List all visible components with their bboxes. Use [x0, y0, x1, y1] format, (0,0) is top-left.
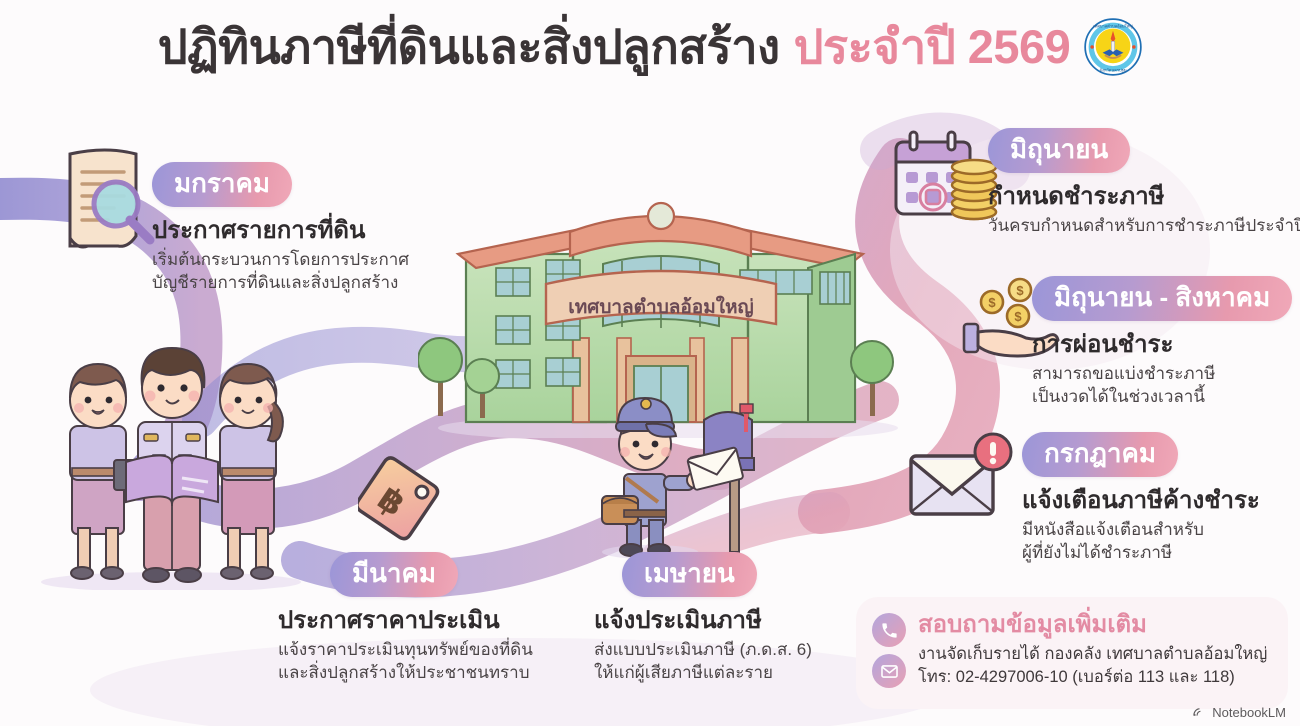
price-tag-baht-icon: ฿ [358, 456, 440, 541]
month-desc-line2: เป็นงวดได้ในช่วงเวลานี้ [1032, 387, 1205, 407]
page-title: ปฏิทินภาษีที่ดินและสิ่งปลูกสร้าง [157, 19, 780, 73]
month-badge-april: เมษายน [622, 552, 757, 597]
month-block-march: มีนาคม ประกาศราคาประเมิน แจ้งราคาประเมิน… [278, 552, 533, 685]
month-badge-january: มกราคม [152, 162, 292, 207]
month-desc-march: แจ้งราคาประเมินทุนทรัพย์ของที่ดิน และสิ่… [278, 638, 533, 685]
contact-card: สอบถามข้อมูลเพิ่มเติม งานจัดเก็บรายได้ ก… [856, 597, 1288, 709]
footer-brand-label: NotebookLM [1212, 705, 1286, 720]
footer-brand: NotebookLM [1192, 705, 1286, 720]
envelope-icon[interactable] [872, 654, 906, 688]
official-right [219, 362, 284, 580]
document-magnifier-icon [68, 148, 155, 249]
month-block-june-august: มิถุนายน - สิงหาคม การผ่อนชำระ สามารถขอแ… [1032, 276, 1293, 409]
notebooklm-logo-icon [1193, 708, 1201, 716]
official-center [125, 346, 219, 583]
month-desc-april: ส่งแบบประเมินภาษี (ภ.ด.ส. 6) ให้แก่ผู้เส… [594, 638, 812, 685]
tree-left2 [464, 358, 500, 418]
month-desc-january: เริ่มต้นกระบวนการโดยการประกาศ บัญชีรายกา… [152, 248, 409, 295]
phone-icon[interactable] [872, 613, 906, 647]
month-block-april: เมษายน แจ้งประเมินภาษี ส่งแบบประเมินภาษี… [594, 552, 812, 685]
month-desc-line2: และสิ่งปลูกสร้างให้ประชาชนทราบ [278, 663, 530, 683]
svg-text:$: $ [1016, 283, 1024, 298]
month-badge-june: มิถุนายน [988, 128, 1131, 173]
contact-phone-line: โทร: 02-4297006-10 (เบอร์ต่อ 113 และ 118… [918, 668, 1235, 687]
svg-text:$: $ [988, 295, 996, 310]
month-block-january: มกราคม ประกาศรายการที่ดิน เริ่มต้นกระบวน… [152, 162, 409, 295]
month-heading-march: ประกาศราคาประเมิน [278, 606, 500, 634]
month-heading-june: กำหนดชำระภาษี [988, 182, 1165, 210]
contact-icon-group [872, 611, 906, 709]
seal-text-top: เทศบาลตำบลอ้อมใหญ่ [1094, 22, 1134, 28]
month-desc-june: วันครบกำหนดสำหรับการชำระภาษีประจำปี [988, 214, 1300, 237]
month-desc-line2: บัญชีรายการที่ดินและสิ่งปลูกสร้าง [152, 273, 399, 293]
month-badge-june-august: มิถุนายน - สิงหาคม [1032, 276, 1293, 321]
month-desc-line1: วันครบกำหนดสำหรับการชำระภาษีประจำปี [988, 215, 1300, 235]
month-heading-january: ประกาศรายการที่ดิน [152, 216, 366, 244]
month-block-june: มิถุนายน กำหนดชำระภาษี วันครบกำหนดสำหรับ… [988, 128, 1300, 237]
month-desc-line1: เริ่มต้นกระบวนการโดยการประกาศ [152, 249, 410, 269]
municipal-seal-icon: เทศบาลตำบลอ้อมใหญ่ จังหวัดนครปฐม [1084, 18, 1142, 76]
hand-coins-icon: $ $ $ [962, 277, 1060, 358]
contact-title: สอบถามข้อมูลเพิ่มเติม [918, 611, 1147, 638]
month-desc-line2: ผู้ที่ยังไม่ได้ชำระภาษี [1022, 543, 1173, 563]
month-desc-july: มีหนังสือแจ้งเตือนสำหรับ ผู้ที่ยังไม่ได้… [1022, 518, 1260, 565]
page-title-year: ประจำปี 2569 [793, 19, 1071, 73]
month-desc-june-august: สามารถขอแบ่งชำระภาษี เป็นงวดได้ในช่วงเวล… [1032, 362, 1292, 409]
envelope-alert-icon [909, 432, 1013, 516]
month-desc-line2: ให้แก่ผู้เสียภาษีแต่ละราย [594, 663, 774, 683]
official-left [69, 362, 137, 580]
contact-office-line: งานจัดเก็บรายได้ กองคลัง เทศบาลตำบลอ้อมใ… [918, 644, 1268, 663]
month-badge-july: กรกฎาคม [1022, 432, 1179, 477]
month-desc-line1: สามารถขอแบ่งชำระภาษี [1032, 363, 1216, 383]
postman-mailbox-illustration [601, 396, 755, 559]
calendar-coins-icon [894, 130, 998, 221]
contact-text-group: สอบถามข้อมูลเพิ่มเติม งานจัดเก็บรายได้ ก… [918, 611, 1267, 709]
tree-right [850, 340, 894, 416]
tree-left [418, 337, 463, 416]
officials-illustration [41, 346, 301, 590]
svg-text:$: $ [1014, 309, 1022, 324]
month-heading-april: แจ้งประเมินภาษี [594, 606, 762, 634]
building-sign-text: เทศบาลตำบลอ้อมใหญ่ [568, 295, 754, 318]
month-desc-line1: มีหนังสือแจ้งเตือนสำหรับ [1022, 519, 1204, 539]
month-badge-march: มีนาคม [330, 552, 459, 597]
month-block-july: กรกฎาคม แจ้งเตือนภาษีค้างชำระ มีหนังสือแ… [1022, 432, 1260, 565]
month-heading-june-august: การผ่อนชำระ [1032, 330, 1174, 358]
municipal-building-illustration: เทศบาลตำบลอ้อมใหญ่ [418, 201, 898, 438]
month-desc-line1: ส่งแบบประเมินภาษี (ภ.ด.ส. 6) [594, 639, 812, 659]
page-header: ปฏิทินภาษีที่ดินและสิ่งปลูกสร้าง ประจำปี… [0, 18, 1300, 76]
seal-text-bottom: จังหวัดนครปฐม [1100, 67, 1127, 72]
month-desc-line1: แจ้งราคาประเมินทุนทรัพย์ของที่ดิน [278, 639, 533, 659]
month-heading-july: แจ้งเตือนภาษีค้างชำระ [1022, 486, 1260, 514]
